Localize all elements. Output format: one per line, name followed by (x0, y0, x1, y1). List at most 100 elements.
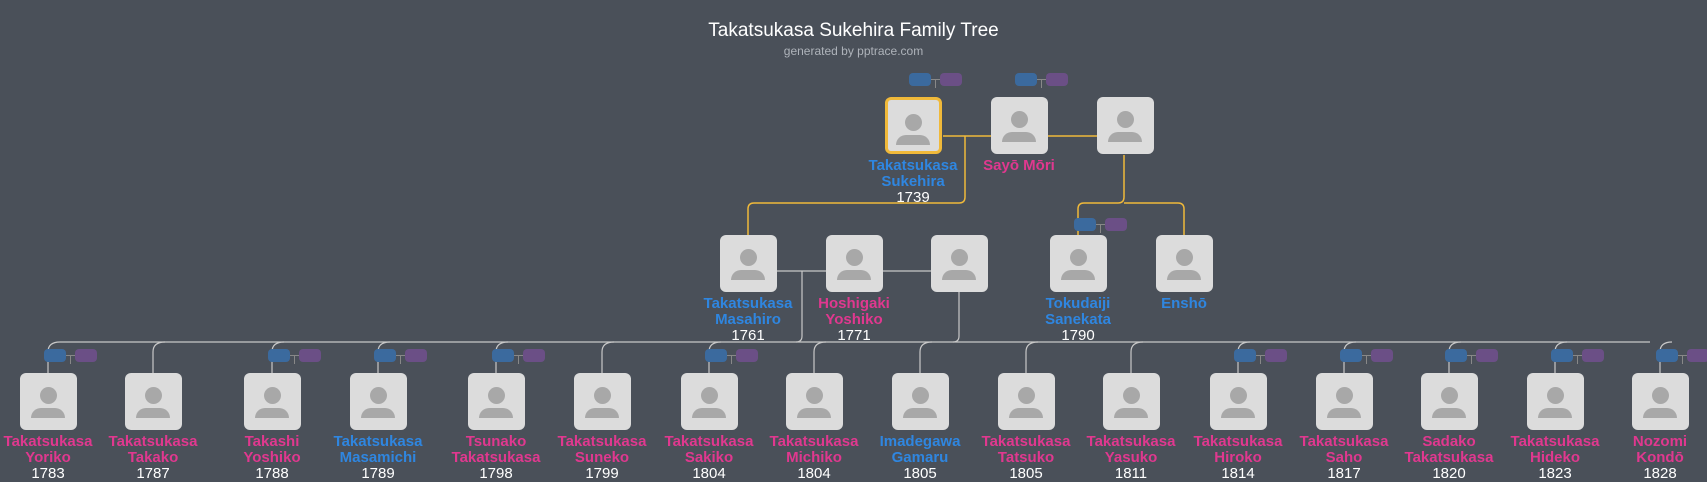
person-photo[interactable] (124, 373, 182, 430)
person-name[interactable]: Hoshigaki Yoshiko (818, 295, 890, 328)
parents-toggle-female[interactable] (1105, 218, 1127, 231)
person-photo[interactable] (19, 373, 77, 430)
parents-toggle-male[interactable] (1015, 73, 1037, 86)
person-name[interactable]: Takatsukasa Masahiro (703, 295, 793, 328)
person-photo[interactable] (573, 373, 631, 430)
parents-toggle-male[interactable] (1074, 218, 1096, 231)
parents-toggle-male[interactable] (705, 349, 727, 362)
parents-toggle-male[interactable] (1445, 349, 1467, 362)
person-name[interactable]: Takatsukasa Suneko (557, 433, 647, 466)
person-name[interactable]: Enshō (1161, 295, 1207, 312)
badge-connector (1682, 355, 1683, 364)
person-name[interactable]: Nozomi Kondō (1632, 433, 1688, 466)
person-name[interactable]: Takatsukasa Tatsuko (981, 433, 1071, 466)
person-photo[interactable] (884, 97, 942, 154)
parents-toggle-male[interactable] (44, 349, 66, 362)
person-node[interactable] (1055, 97, 1195, 154)
parents-toggle-female[interactable] (299, 349, 321, 362)
person-name[interactable]: Tsunako Takatsukasa (451, 433, 541, 466)
person-name[interactable]: Sadako Takatsukasa (1404, 433, 1494, 466)
person-name[interactable]: Takatsukasa Takako (108, 433, 198, 466)
person-photo[interactable] (930, 235, 988, 292)
person-name[interactable]: Takatsukasa Sakiko (664, 433, 754, 466)
parents-toggle-female[interactable] (736, 349, 758, 362)
parents-toggle-female[interactable] (1371, 349, 1393, 362)
avatar-placeholder-icon (1009, 408, 1043, 418)
person-name[interactable]: Sayō Mōri (983, 157, 1055, 174)
person-photo[interactable] (243, 373, 301, 430)
person-name[interactable]: Takatsukasa Yoriko (3, 433, 93, 466)
person-photo[interactable] (1209, 373, 1267, 430)
person-photo[interactable] (1420, 373, 1478, 430)
person-name[interactable]: Takatsukasa Sukehira (868, 157, 958, 190)
parents-toggle-male[interactable] (374, 349, 396, 362)
person-name[interactable]: Imadegawa Gamaru (879, 433, 961, 466)
person-name[interactable]: Takatsukasa Hideko (1510, 433, 1600, 466)
person-node[interactable]: Enshō (1114, 235, 1254, 312)
parents-toggle-male[interactable] (492, 349, 514, 362)
parents-toggle-male[interactable] (1234, 349, 1256, 362)
person-photo[interactable] (467, 373, 525, 430)
parents-toggle-male[interactable] (268, 349, 290, 362)
person-photo[interactable] (825, 235, 883, 292)
person-photo[interactable] (1049, 235, 1107, 292)
person-photo[interactable] (990, 97, 1048, 154)
person-photo[interactable] (1315, 373, 1373, 430)
avatar-placeholder-icon (31, 408, 65, 418)
parents-toggle-female[interactable] (75, 349, 97, 362)
person-photo[interactable] (891, 373, 949, 430)
person-photo[interactable] (719, 235, 777, 292)
person-photo[interactable] (785, 373, 843, 430)
parents-toggle-female[interactable] (1582, 349, 1604, 362)
person-photo[interactable] (1155, 235, 1213, 292)
parents-toggle-female[interactable] (1046, 73, 1068, 86)
person-photo[interactable] (997, 373, 1055, 430)
person-photo[interactable] (1102, 373, 1160, 430)
person-name[interactable]: Takatsukasa Saho (1299, 433, 1389, 466)
parents-toggle-male[interactable] (909, 73, 931, 86)
person-photo[interactable] (1631, 373, 1689, 430)
person-birth-year: 1783 (31, 465, 65, 482)
person-node[interactable] (889, 235, 1029, 292)
parents-toggle-male[interactable] (1551, 349, 1573, 362)
parents-toggle-male[interactable] (1656, 349, 1678, 362)
person-name[interactable]: Takatsukasa Masamichi (333, 433, 423, 466)
person-name[interactable]: Takashi Yoshiko (243, 433, 301, 466)
person-photo[interactable] (1096, 97, 1154, 154)
parents-toggle-female[interactable] (405, 349, 427, 362)
parents-toggle-female[interactable] (1476, 349, 1498, 362)
parents-toggle-female[interactable] (1687, 349, 1707, 362)
person-name[interactable]: Takatsukasa Hiroko (1193, 433, 1283, 466)
person-name[interactable]: Takatsukasa Yasuko (1086, 433, 1176, 466)
parents-toggle-male[interactable] (1340, 349, 1362, 362)
person-name[interactable]: Takatsukasa Michiko (769, 433, 859, 466)
person-photo[interactable] (1526, 373, 1584, 430)
person-photo[interactable] (349, 373, 407, 430)
person-node[interactable]: Sayō Mōri (949, 97, 1089, 174)
parents-toggle-female[interactable] (940, 73, 962, 86)
person-photo[interactable] (680, 373, 738, 430)
parents-toggle-female[interactable] (1265, 349, 1287, 362)
parents-toggle-female[interactable] (523, 349, 545, 362)
person-name[interactable]: Tokudaiji Sanekata (1045, 295, 1111, 328)
